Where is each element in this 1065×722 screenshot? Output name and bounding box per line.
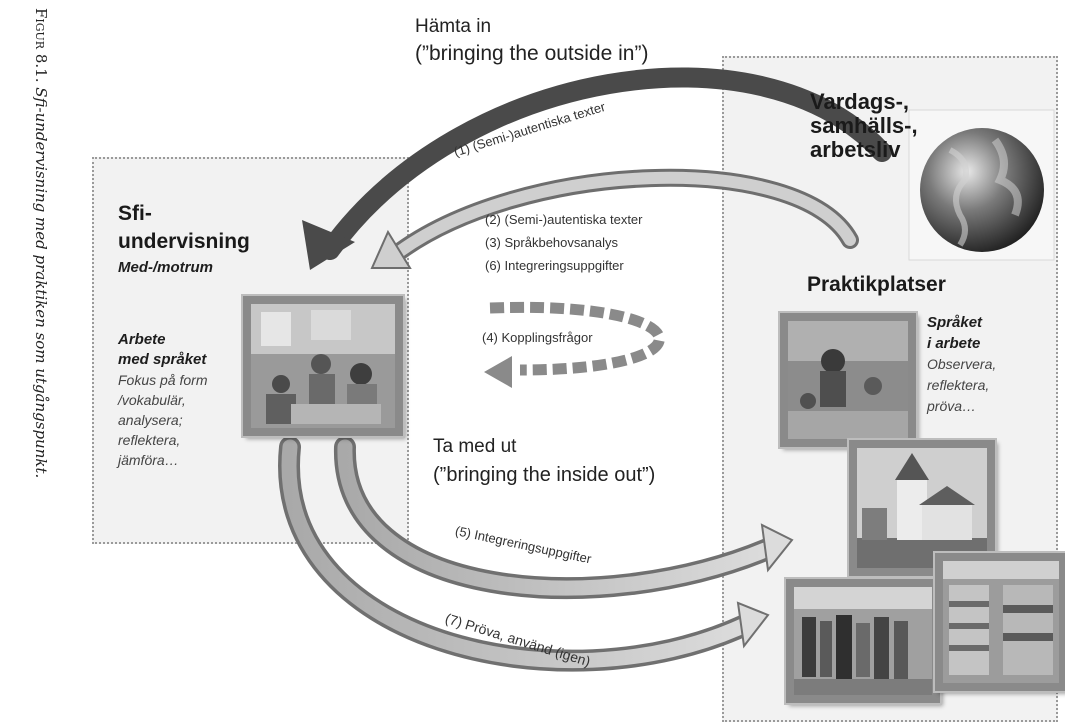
sfi-subtitle: Med-/motrum [118,259,213,276]
world-line3: arbetsliv [810,137,901,162]
arrow-2-head [370,229,412,269]
clothing-store-image [794,587,932,695]
arrow-1 [320,67,892,260]
church-image [857,448,987,568]
lang-desc-2: pröva… [927,398,977,414]
arrow-7-head [736,601,770,649]
sfi-title-line2: undervisning [118,230,250,253]
lang-title-line1: Språket [927,314,983,331]
bottom-heading-line2: (”bringing the inside out”) [433,464,656,486]
praktik-title: Praktikplatser [807,273,946,296]
globe-icon [920,128,1044,252]
top-heading: Hämta in (”bringing the outside in”) [415,13,648,67]
grocery-store-image [943,561,1059,683]
arrow-2-text: (2) (Semi-)autentiska texter [485,212,643,227]
arrow-6-text: (6) Integreringsuppgifter [485,258,624,273]
sfi-title-line1: Sfi- [118,202,152,225]
work-desc-0: Fokus på form [118,372,208,388]
work-desc-1: /vokabulär, [118,392,186,408]
arrow-4-label: (4) Kopplingsfrågor [482,330,593,345]
bottom-heading: Ta med ut (”bringing the inside out”) [433,432,655,490]
bottom-heading-line1: Ta med ut [433,436,517,457]
work-desc-4: jämföra… [118,452,179,468]
world-line2: samhälls-, [810,113,918,138]
clothing-store-photo [786,579,940,703]
top-heading-line2: (”bringing the outside in”) [415,42,649,65]
grocery-store-photo [935,553,1065,691]
sfi-title: Sfi- undervisning [118,200,250,256]
childcare-image [788,321,908,439]
arrow-5-head [760,523,794,573]
lang-title-line2: i arbete [927,335,981,352]
classroom-photo [243,296,403,436]
work-title-line2: med språket [118,351,207,368]
work-desc-2: analysera; [118,412,183,428]
arrow-4-head [484,356,512,388]
lang-desc-1: reflektera, [927,377,990,393]
arrow-2-label: (2) (Semi-)autentiska texter (3) Språkbe… [485,208,643,277]
classroom-image [251,304,395,428]
world-label: Vardags-, samhälls-, arbetsliv [810,90,918,162]
work-title-line1: Arbete [118,331,166,348]
sfi-work: Arbete med språket Fokus på form /vokabu… [118,330,207,470]
work-desc-3: reflektera, [118,432,181,448]
arrow-1-head [302,220,355,270]
arrow-3-text: (3) Språkbehovsanalys [485,235,618,250]
top-heading-line1: Hämta in [415,16,492,37]
church-photo [849,440,995,576]
world-line1: Vardags-, [810,89,910,114]
praktik-work: Språket i arbete Observera, reflektera, … [927,312,996,417]
lang-desc-0: Observera, [927,356,997,372]
childcare-photo [780,313,916,447]
